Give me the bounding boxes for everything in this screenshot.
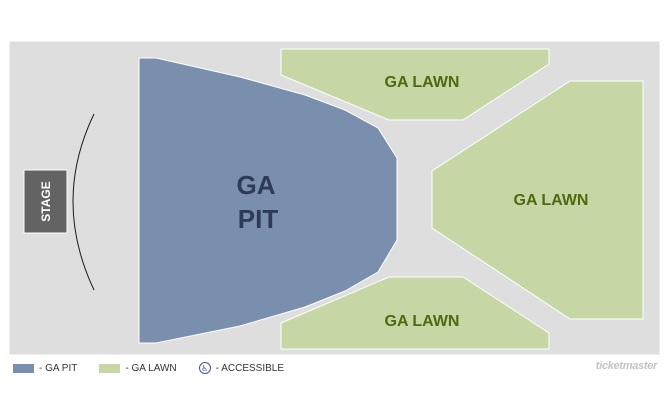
seat-map: STAGE GA PIT GA LAWN GA LAWN GA LAWN xyxy=(8,40,661,356)
legend: - GA PIT - GA LAWN ♿ - ACCESSIBLE xyxy=(13,362,306,374)
ga-pit-swatch xyxy=(13,363,34,373)
section-ga-lawn-right[interactable]: GA LAWN xyxy=(431,80,644,320)
section-ga-pit[interactable]: GA PIT xyxy=(138,57,398,344)
legend-item-ga-pit: - GA PIT xyxy=(13,363,77,374)
legend-label-ga-pit: - GA PIT xyxy=(39,362,78,374)
ga-lawn-bottom-shape[interactable] xyxy=(280,276,550,350)
ga-pit-label-line1: GA xyxy=(237,170,276,200)
legend-label-accessible: - ACCESSIBLE xyxy=(215,362,285,374)
ga-lawn-swatch xyxy=(99,363,121,373)
section-ga-lawn-bottom[interactable]: GA LAWN xyxy=(280,276,550,350)
ga-lawn-top-shape[interactable] xyxy=(280,48,550,121)
legend-item-ga-lawn: - GA LAWN xyxy=(99,362,177,374)
ga-pit-shape[interactable] xyxy=(138,57,398,344)
ga-lawn-right-shape[interactable] xyxy=(431,80,644,320)
ga-lawn-right-label: GA LAWN xyxy=(514,192,589,209)
ga-lawn-bottom-label: GA LAWN xyxy=(385,313,460,330)
accessible-icon: ♿ xyxy=(198,362,211,374)
section-ga-lawn-top[interactable]: GA LAWN xyxy=(280,48,550,121)
stage: STAGE xyxy=(23,169,68,234)
ticketmaster-logo: ticketmaster xyxy=(595,360,658,372)
ga-pit-label-line2: PIT xyxy=(238,204,279,234)
ga-lawn-top-label: GA LAWN xyxy=(385,74,460,91)
stage-arc xyxy=(72,113,95,291)
stage-block xyxy=(23,169,68,234)
stage-label: STAGE xyxy=(39,181,53,221)
legend-label-ga-lawn: - GA LAWN xyxy=(125,362,177,374)
legend-item-accessible: ♿ - ACCESSIBLE xyxy=(198,362,285,374)
